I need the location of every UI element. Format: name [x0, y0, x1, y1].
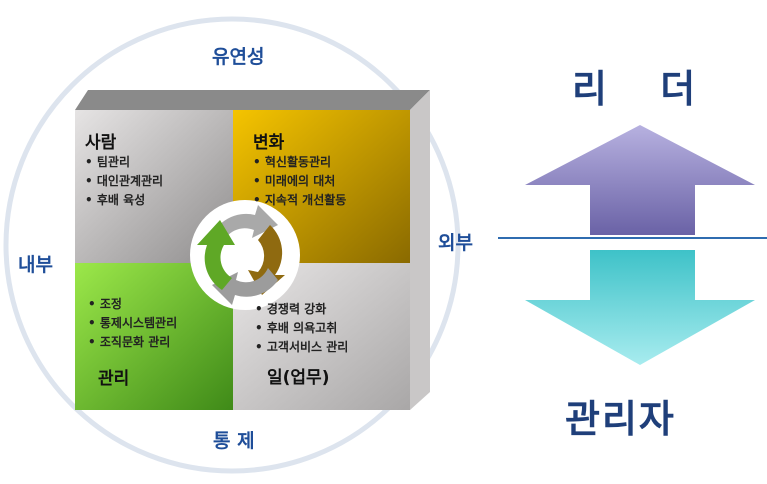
list-item: 지속적 개선활동: [264, 193, 347, 207]
list-item: 고객서비스 관리: [266, 340, 349, 354]
list-item: 미래에의 대처: [264, 174, 336, 188]
list-item: 혁신활동관리: [264, 155, 332, 169]
axis-label-top: 유연성: [212, 46, 265, 68]
outer-circle: [3, 16, 461, 474]
manager-label: 관리자: [565, 397, 676, 441]
leader-up-arrow: [525, 125, 755, 235]
quadrant-manage: • 조정 • 통제시스템관리 • 조직문화 관리 관리: [88, 297, 178, 389]
box-top-face: [75, 90, 430, 110]
manager-down-arrow: [525, 250, 755, 365]
list-item: 조직문화 관리: [99, 335, 171, 349]
list-item: 경쟁력 강화: [266, 302, 327, 316]
quadrant-title: 변화: [253, 133, 285, 153]
list-item: 후배 육성: [96, 193, 146, 207]
axis-label-right: 외부: [438, 232, 473, 254]
quadrant-work: • 경쟁력 강화 • 후배 의욕고취 • 고객서비스 관리 일(업무): [255, 302, 349, 388]
quadrant-change: 변화 • 혁신활동관리 • 미래에의 대처 • 지속적 개선활동: [253, 128, 346, 210]
list-item: 후배 의욕고취: [266, 321, 338, 335]
quadrant-title: 일(업무): [267, 368, 330, 388]
list-item: 대인관계관리: [96, 174, 164, 188]
quadrant-title: 사람: [85, 133, 117, 153]
list-item: 조정: [99, 297, 122, 311]
quadrant-title: 관리: [98, 369, 130, 389]
cycle-arrows-icon: [197, 205, 285, 305]
list-item: 통제시스템관리: [99, 316, 178, 330]
axis-label-left: 내부: [18, 254, 53, 276]
axis-label-bottom: 통 제: [213, 430, 255, 452]
list-item: 팀관리: [96, 155, 130, 169]
quadrant-people: 사람 • 팀관리 • 대인관계관리 • 후배 육성: [85, 128, 163, 210]
box-side-face: [410, 90, 430, 410]
leader-label: 리 더: [572, 67, 716, 111]
